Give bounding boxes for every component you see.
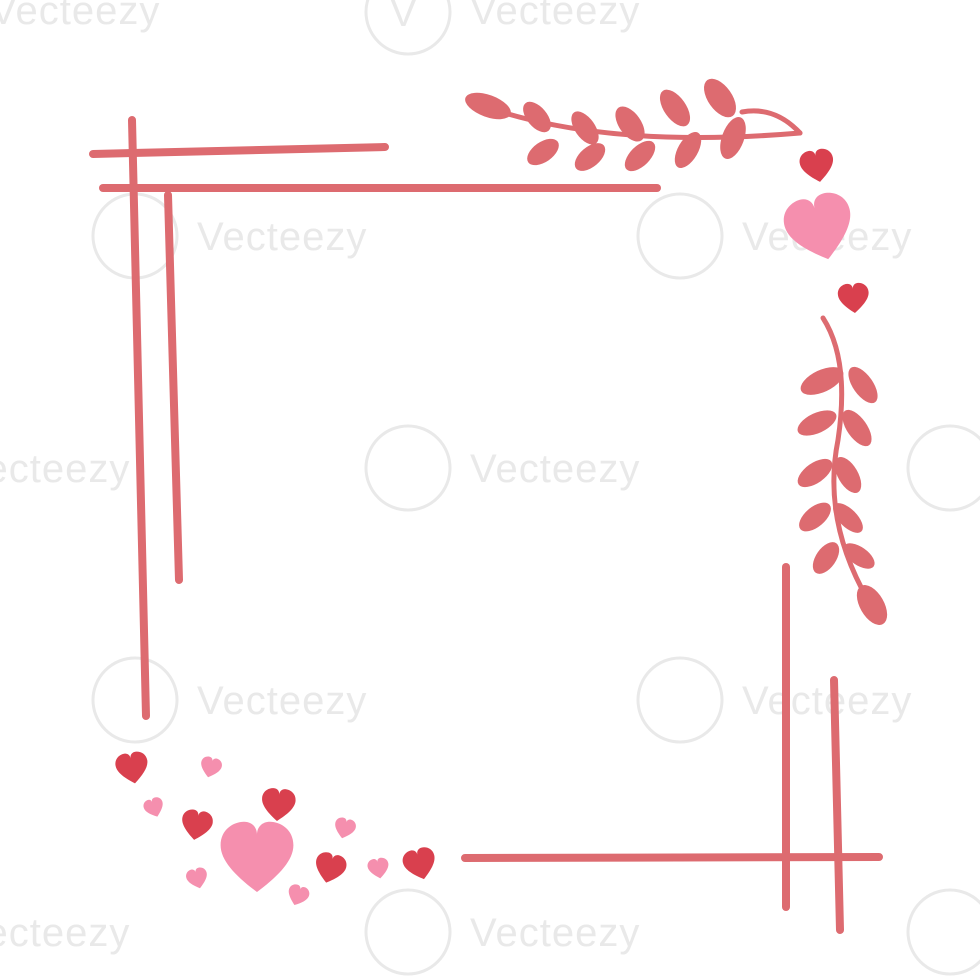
leaf-branch-right-icon: [797, 315, 888, 625]
frame-lines: [89, 116, 883, 934]
watermark-row-2: Vecteezy Vecteezy: [0, 424, 980, 512]
heart-icon: [220, 821, 294, 892]
frame-line-left-outer: [128, 116, 150, 720]
hearts-bottom-left: [113, 749, 440, 909]
heart-icon: [331, 815, 358, 841]
heart-icon: [311, 849, 349, 887]
heart-icon: [284, 882, 312, 909]
watermark-text: Vecteezy: [470, 447, 640, 491]
heart-icon: [400, 844, 440, 884]
watermark-row-4: Vecteezy Vecteezy: [0, 888, 980, 976]
leaf-branch-top-icon: [465, 78, 803, 172]
watermark-text: Vecteezy: [470, 0, 640, 33]
heart-icon: [113, 749, 151, 787]
heart-icon: [837, 282, 871, 315]
frame-line-bottom: [461, 853, 883, 862]
frame-line-left-inner: [164, 191, 183, 584]
heart-icon: [197, 754, 224, 780]
watermark-row-3: Vecteezy Vecteezy: [91, 656, 912, 744]
heart-icon: [366, 856, 391, 881]
watermark-text: Vecteezy: [470, 911, 640, 955]
heart-icon: [178, 807, 215, 843]
watermark-text: Vecteezy: [0, 447, 130, 491]
heart-icon: [184, 865, 211, 891]
watermark-row-0: V Vecteezy Vecteezy: [0, 0, 640, 56]
watermark-text: Vecteezy: [0, 0, 160, 33]
heart-icon: [797, 146, 837, 185]
frame-line-top-short: [89, 143, 389, 158]
heart-icon: [260, 787, 297, 823]
svg-text:V: V: [390, 0, 418, 35]
watermark-text: Vecteezy: [197, 679, 367, 723]
frame-line-right-outer: [830, 676, 844, 934]
watermark-text: Vecteezy: [197, 215, 367, 259]
heart-icon: [141, 795, 167, 820]
watermark-text: Vecteezy: [742, 679, 912, 723]
watermark-text: Vecteezy: [0, 911, 130, 955]
